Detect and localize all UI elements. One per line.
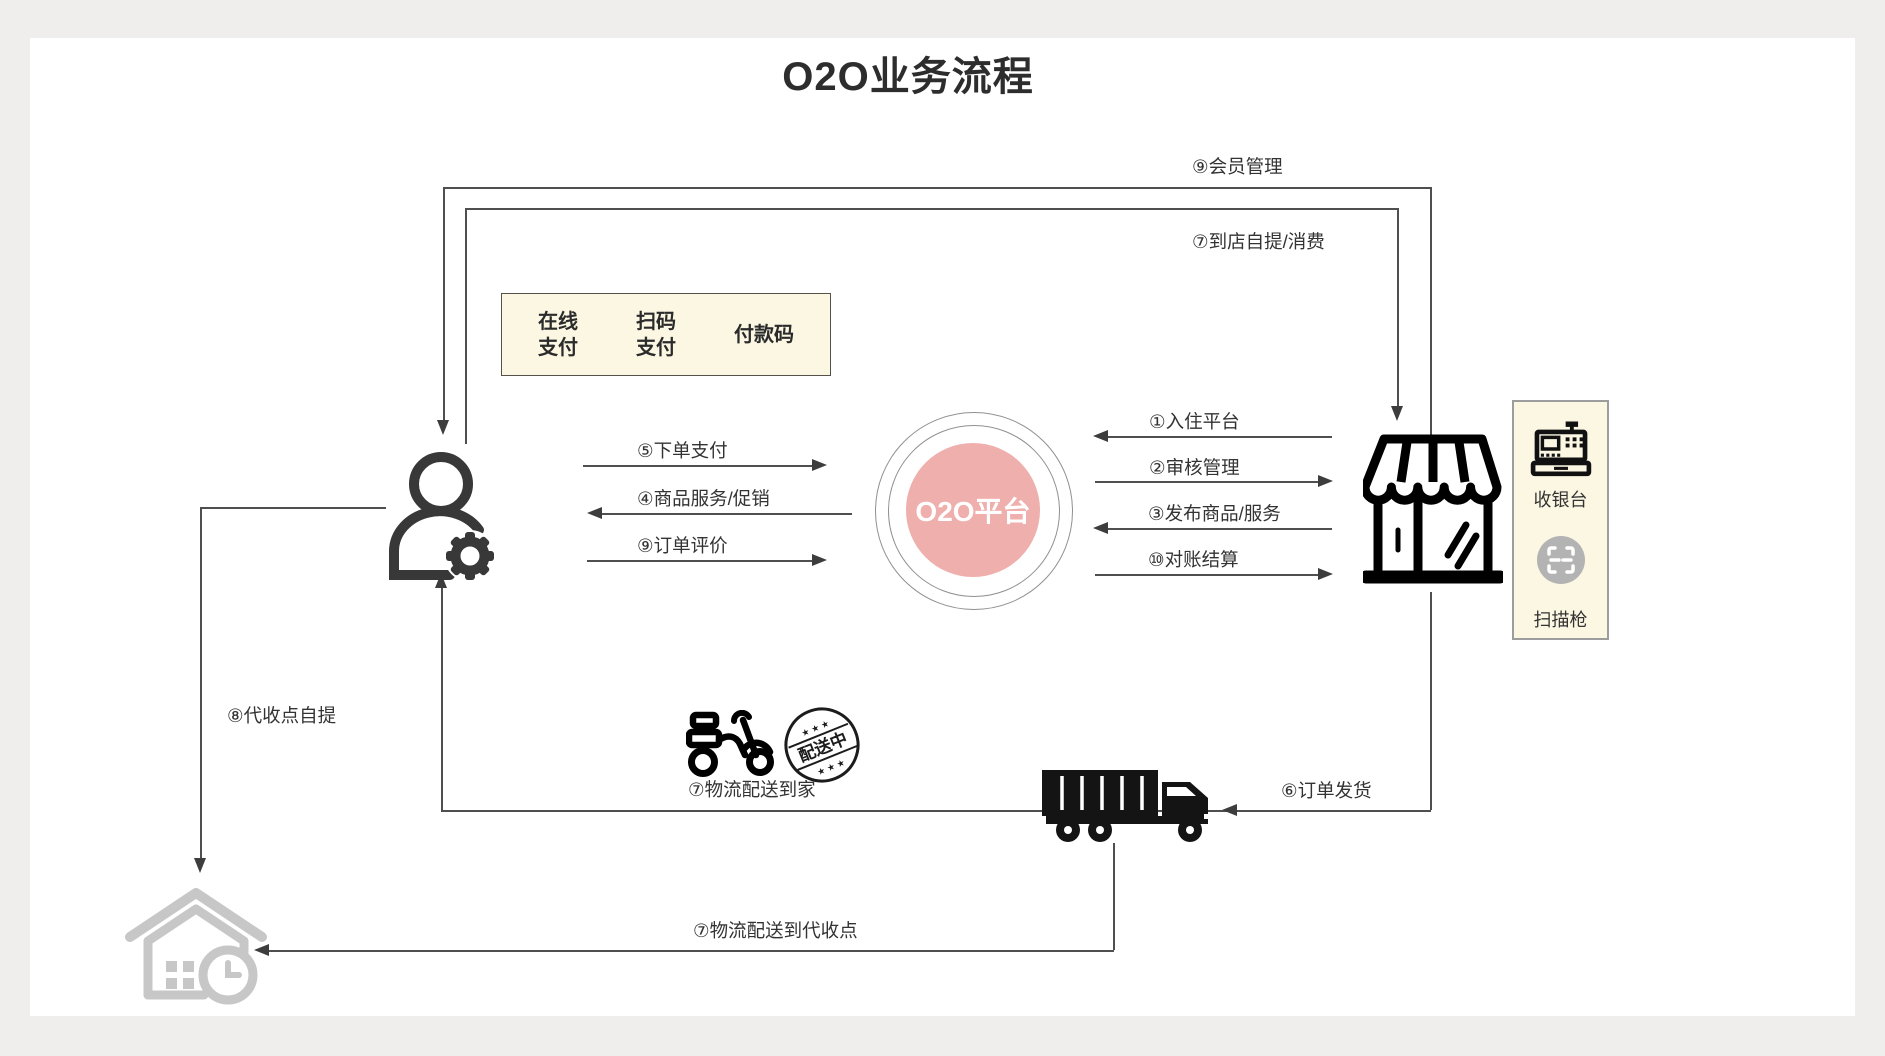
platform-middle-ring bbox=[888, 425, 1060, 597]
connector-settle bbox=[1095, 574, 1318, 576]
payment-scan-line2: 支付 bbox=[636, 336, 676, 359]
connector-goods-promo bbox=[601, 513, 852, 515]
connector-member-top bbox=[443, 187, 1431, 189]
connector-pickup-right bbox=[1397, 208, 1399, 406]
store-tools-box: 收银台 扫描枪 bbox=[1512, 400, 1609, 640]
connector-store-down bbox=[1430, 592, 1432, 810]
arrowhead-pickup-to-store bbox=[1391, 406, 1403, 421]
connector-truck-down bbox=[1113, 843, 1115, 950]
connector-agent-bottom bbox=[268, 950, 1114, 952]
connector-member-right bbox=[1430, 187, 1432, 435]
payment-scan-line1: 扫码 bbox=[636, 310, 676, 333]
arrowhead-ship-to-truck bbox=[1222, 804, 1237, 816]
payment-scan: 扫码 支付 bbox=[636, 309, 676, 361]
payment-code-line1: 付款码 bbox=[734, 323, 794, 346]
delivering-stamp: ★ ★ ★ 配送中 ★ ★ ★ bbox=[780, 703, 864, 787]
connector-join bbox=[1107, 436, 1332, 438]
pickup-house-icon bbox=[120, 883, 272, 1011]
connector-user-up bbox=[441, 588, 443, 810]
flow-label-agent-delivery: ⑦物流配送到代收点 bbox=[693, 920, 858, 941]
store-icon bbox=[1363, 430, 1503, 590]
payment-online-line1: 在线 bbox=[538, 310, 578, 333]
connector-publish bbox=[1107, 528, 1332, 530]
connector-audit bbox=[1095, 481, 1318, 483]
connector-member-left bbox=[443, 187, 445, 420]
arrowhead-join bbox=[1093, 430, 1108, 442]
user-icon bbox=[378, 448, 498, 586]
payment-online-line2: 支付 bbox=[538, 336, 578, 359]
arrowhead-publish bbox=[1093, 522, 1108, 534]
platform-circle: O2O平台 bbox=[906, 443, 1040, 577]
arrowhead-delivery-to-house bbox=[254, 944, 269, 956]
flow-label-agent-pickup: ⑧代收点自提 bbox=[227, 705, 337, 726]
payment-online: 在线 支付 bbox=[538, 309, 578, 361]
flow-label-store-pickup: ⑦到店自提/消费 bbox=[1192, 231, 1325, 252]
arrowhead-goods-promo bbox=[587, 507, 602, 519]
connector-bottom bbox=[441, 810, 1431, 812]
arrowhead-order-pay bbox=[812, 459, 827, 471]
flow-label-home-delivery: ⑦物流配送到家 bbox=[688, 779, 816, 800]
payment-methods-box: 在线 支付 扫码 支付 付款码 bbox=[501, 293, 831, 376]
payment-code: 付款码 bbox=[734, 322, 794, 348]
truck-icon bbox=[1040, 766, 1222, 846]
connector-order-review bbox=[587, 560, 812, 562]
connector-order-pay bbox=[583, 465, 812, 467]
flow-label-join: ①入住平台 bbox=[1149, 411, 1240, 432]
flow-label-ship: ⑥订单发货 bbox=[1281, 780, 1372, 801]
flow-label-publish: ③发布商品/服务 bbox=[1148, 503, 1281, 524]
arrowhead-agent-to-house bbox=[194, 858, 206, 873]
connector-pickup-left bbox=[465, 208, 467, 444]
flow-label-member-mgmt: ⑨会员管理 bbox=[1192, 156, 1283, 177]
page-title: O2O业务流程 bbox=[782, 55, 1034, 99]
platform-outer-ring bbox=[875, 412, 1073, 610]
flow-label-order-pay: ⑤下单支付 bbox=[637, 440, 728, 461]
flow-label-audit: ②审核管理 bbox=[1149, 457, 1240, 478]
connector-agent-h bbox=[200, 507, 386, 509]
scanner-label: 扫描枪 bbox=[1533, 610, 1588, 630]
scan-gun-icon bbox=[1536, 536, 1585, 584]
connector-agent-v bbox=[200, 507, 202, 858]
arrowhead-order-review bbox=[812, 554, 827, 566]
arrowhead-audit bbox=[1318, 475, 1333, 487]
arrowhead-settle bbox=[1318, 568, 1333, 580]
delivery-scooter-icon bbox=[686, 710, 781, 778]
gear-icon bbox=[444, 530, 496, 582]
flow-label-goods-promo: ④商品服务/促销 bbox=[637, 488, 770, 509]
connector-pickup-top bbox=[465, 208, 1398, 210]
cash-register-icon bbox=[1530, 420, 1592, 478]
flow-label-settle: ⑩对账结算 bbox=[1148, 549, 1239, 570]
cashier-label: 收银台 bbox=[1533, 490, 1588, 510]
arrowhead-member-to-user bbox=[437, 420, 449, 435]
flow-label-order-review: ⑨订单评价 bbox=[637, 535, 728, 556]
